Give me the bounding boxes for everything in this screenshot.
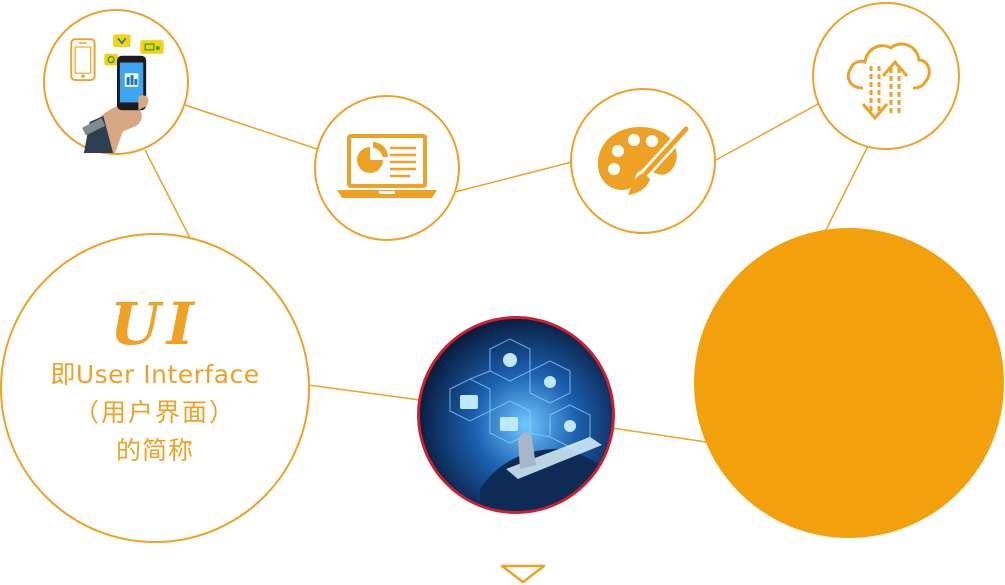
cloud-sync-icon	[846, 42, 931, 121]
laptop-pie-chart-icon	[337, 134, 437, 198]
connector-laptop-palette	[454, 161, 573, 193]
mobile-app-circle	[43, 9, 189, 155]
connector-ui-photo	[307, 384, 421, 401]
technology-network-photo	[417, 316, 615, 514]
connector-palette-cloud	[715, 103, 819, 161]
filled-accent-circle	[694, 228, 1004, 538]
ui-definition-text: UI 即User Interface （用户界面） 的简称	[0, 233, 310, 543]
down-arrow-icon[interactable]	[498, 563, 548, 585]
palette-brush-icon	[597, 124, 691, 195]
connector-mobile-laptop	[184, 104, 321, 151]
laptop-circle	[314, 95, 460, 241]
ui-desc-line-1: 即User Interface	[50, 360, 260, 389]
connector-mobile-ui	[144, 149, 191, 239]
ui-title: UI	[110, 290, 200, 358]
photo-illustration	[420, 319, 612, 511]
ui-desc-line-2: （用户界面）	[73, 398, 236, 427]
palette-circle	[570, 88, 716, 234]
connector-cloud-filled	[825, 145, 869, 231]
mobile-app-hand-icon	[70, 34, 164, 153]
ui-definition-circle	[0, 233, 310, 543]
cloud-circle	[812, 2, 960, 150]
connector-photo-filled	[611, 427, 707, 443]
ui-desc-line-3: 的简称	[115, 436, 194, 465]
